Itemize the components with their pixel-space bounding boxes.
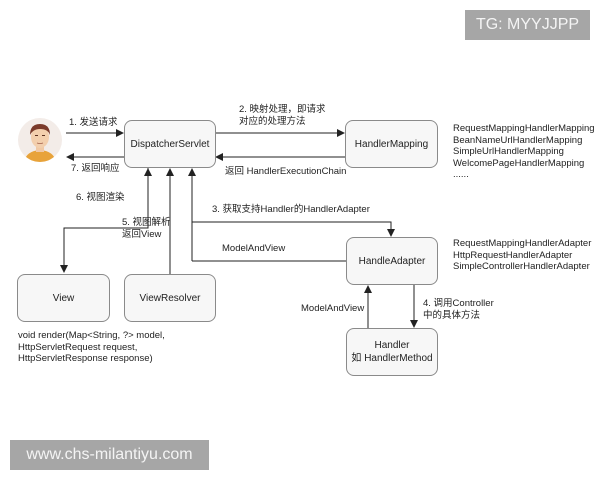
handle-adapter-label: HandleAdapter	[358, 255, 426, 267]
step2-line1: 2. 映射处理，即请求	[239, 104, 326, 115]
render-signature-note: void render(Map<String, ?> model, HttpSe…	[18, 330, 165, 365]
dispatcher-servlet-label: DispatcherServlet	[130, 138, 210, 150]
view-node: View	[17, 274, 110, 322]
signature-line: HttpServletRequest request,	[18, 341, 138, 353]
handler-method-label: 如 HandlerMethod	[351, 353, 433, 364]
handle-adapter-node: HandleAdapter	[346, 237, 438, 285]
list-item: BeanNameUrlHandlerMapping	[453, 134, 583, 146]
step1-label: 1. 发送请求	[69, 117, 118, 128]
handler-node: Handler 如 HandlerMethod	[346, 328, 438, 376]
list-item: RequestMappingHandlerMapping	[453, 123, 595, 134]
step4-label: 4. 调用Controller 中的具体方法	[423, 298, 494, 322]
client-avatar	[18, 118, 62, 162]
view-resolver-label: ViewResolver	[139, 292, 201, 304]
handler-mappings-list: RequestMappingHandlerMapping BeanNameUrl…	[453, 123, 595, 181]
step6-label: 6. 视图渲染	[76, 192, 125, 203]
step5-line2: 返回View	[122, 228, 162, 240]
step5-label: 5. 视图解析 返回View	[122, 217, 171, 241]
list-item: SimpleUrlHandlerMapping	[453, 146, 564, 158]
list-item: RequestMappingHandlerAdapter	[453, 238, 592, 249]
dispatcher-servlet-node: DispatcherServlet	[124, 120, 216, 168]
list-item: HttpRequestHandlerAdapter	[453, 249, 573, 261]
step3-label: 3. 获取支持Handler的HandlerAdapter	[212, 204, 370, 215]
watermark-top-right: TG: MYYJJPP	[465, 10, 590, 40]
handler-mapping-node: HandlerMapping	[345, 120, 438, 168]
step4-line1: 4. 调用Controller	[423, 298, 494, 309]
step2-line2: 对应的处理方法	[239, 115, 306, 127]
handler-adapters-list: RequestMappingHandlerAdapter HttpRequest…	[453, 238, 591, 273]
user-avatar-icon	[24, 124, 56, 162]
list-item: SimpleControllerHandlerAdapter	[453, 261, 590, 273]
view-resolver-node: ViewResolver	[124, 274, 216, 322]
step4-line2: 中的具体方法	[423, 309, 481, 321]
signature-line: void render(Map<String, ?> model,	[18, 330, 165, 341]
step7-label: 7. 返回响应	[71, 163, 120, 174]
step2-label: 2. 映射处理，即请求 对应的处理方法	[239, 104, 326, 128]
model-and-view-top-label: ModelAndView	[222, 243, 286, 254]
model-and-view-bottom-label: ModelAndView	[301, 303, 365, 314]
handler-label: Handler	[374, 340, 410, 351]
watermark-bottom-left: www.chs-milantiyu.com	[10, 440, 209, 470]
step5-line1: 5. 视图解析	[122, 217, 171, 228]
return-chain-label: 返回 HandlerExecutionChain	[225, 166, 347, 177]
view-label: View	[52, 292, 75, 304]
handler-mapping-label: HandlerMapping	[354, 138, 429, 150]
list-item: WelcomePageHandlerMapping	[453, 157, 585, 169]
signature-line: HttpServletResponse response)	[18, 353, 153, 365]
list-item: ......	[453, 169, 469, 181]
